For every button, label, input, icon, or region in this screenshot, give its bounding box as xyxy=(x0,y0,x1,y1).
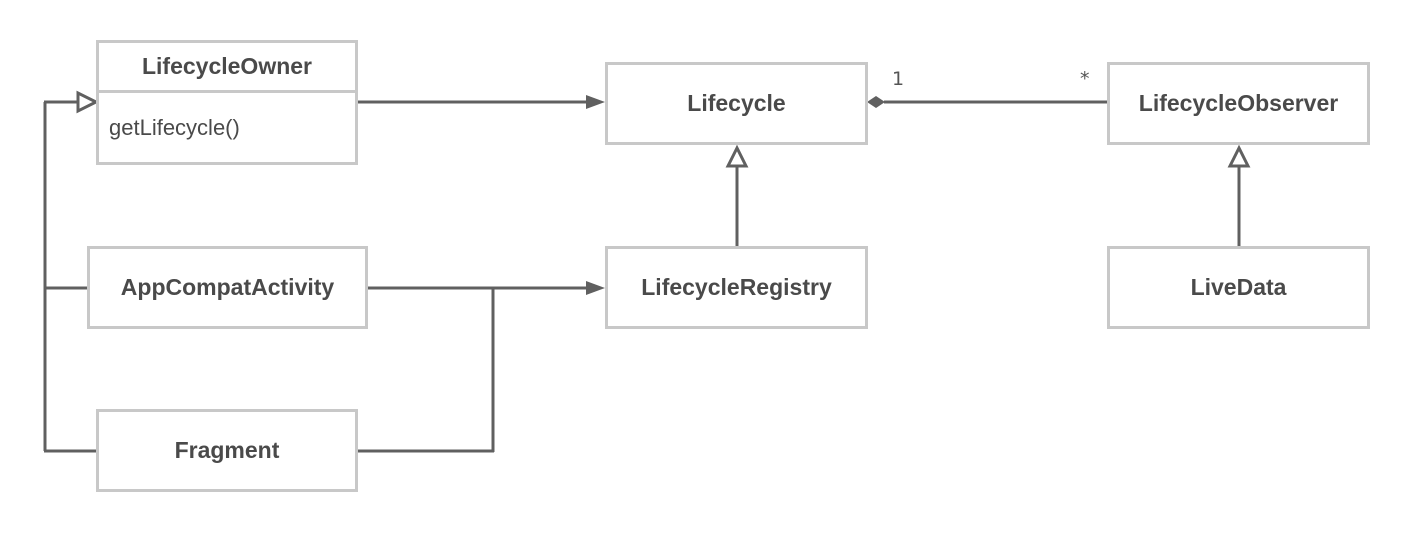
registry-inheritance-triangle xyxy=(725,144,749,168)
class-lifecycle-registry: LifecycleRegistry xyxy=(605,246,868,329)
livedata-inheritance-triangle xyxy=(1227,144,1251,168)
class-lifecycle-owner-name: LifecycleOwner xyxy=(99,43,355,93)
class-lifecycle-owner: LifecycleOwner getLifecycle() xyxy=(96,40,358,165)
class-lifecycle-observer: LifecycleObserver xyxy=(1107,62,1370,145)
class-lifecycle: Lifecycle xyxy=(605,62,868,145)
class-lifecycle-owner-method: getLifecycle() xyxy=(109,114,240,140)
multiplicity-observer-end: * xyxy=(1080,68,1090,90)
multiplicity-lifecycle-end: 1 xyxy=(892,68,905,90)
activity-to-registry-arrowhead xyxy=(586,281,605,295)
owner-inheritance-triangle xyxy=(76,90,100,114)
composition-diamond xyxy=(867,96,885,108)
class-fragment: Fragment xyxy=(96,409,358,492)
class-app-compat-activity: AppCompatActivity xyxy=(87,246,368,329)
class-live-data: LiveData xyxy=(1107,246,1370,329)
owner-to-lifecycle-arrowhead xyxy=(586,95,605,109)
